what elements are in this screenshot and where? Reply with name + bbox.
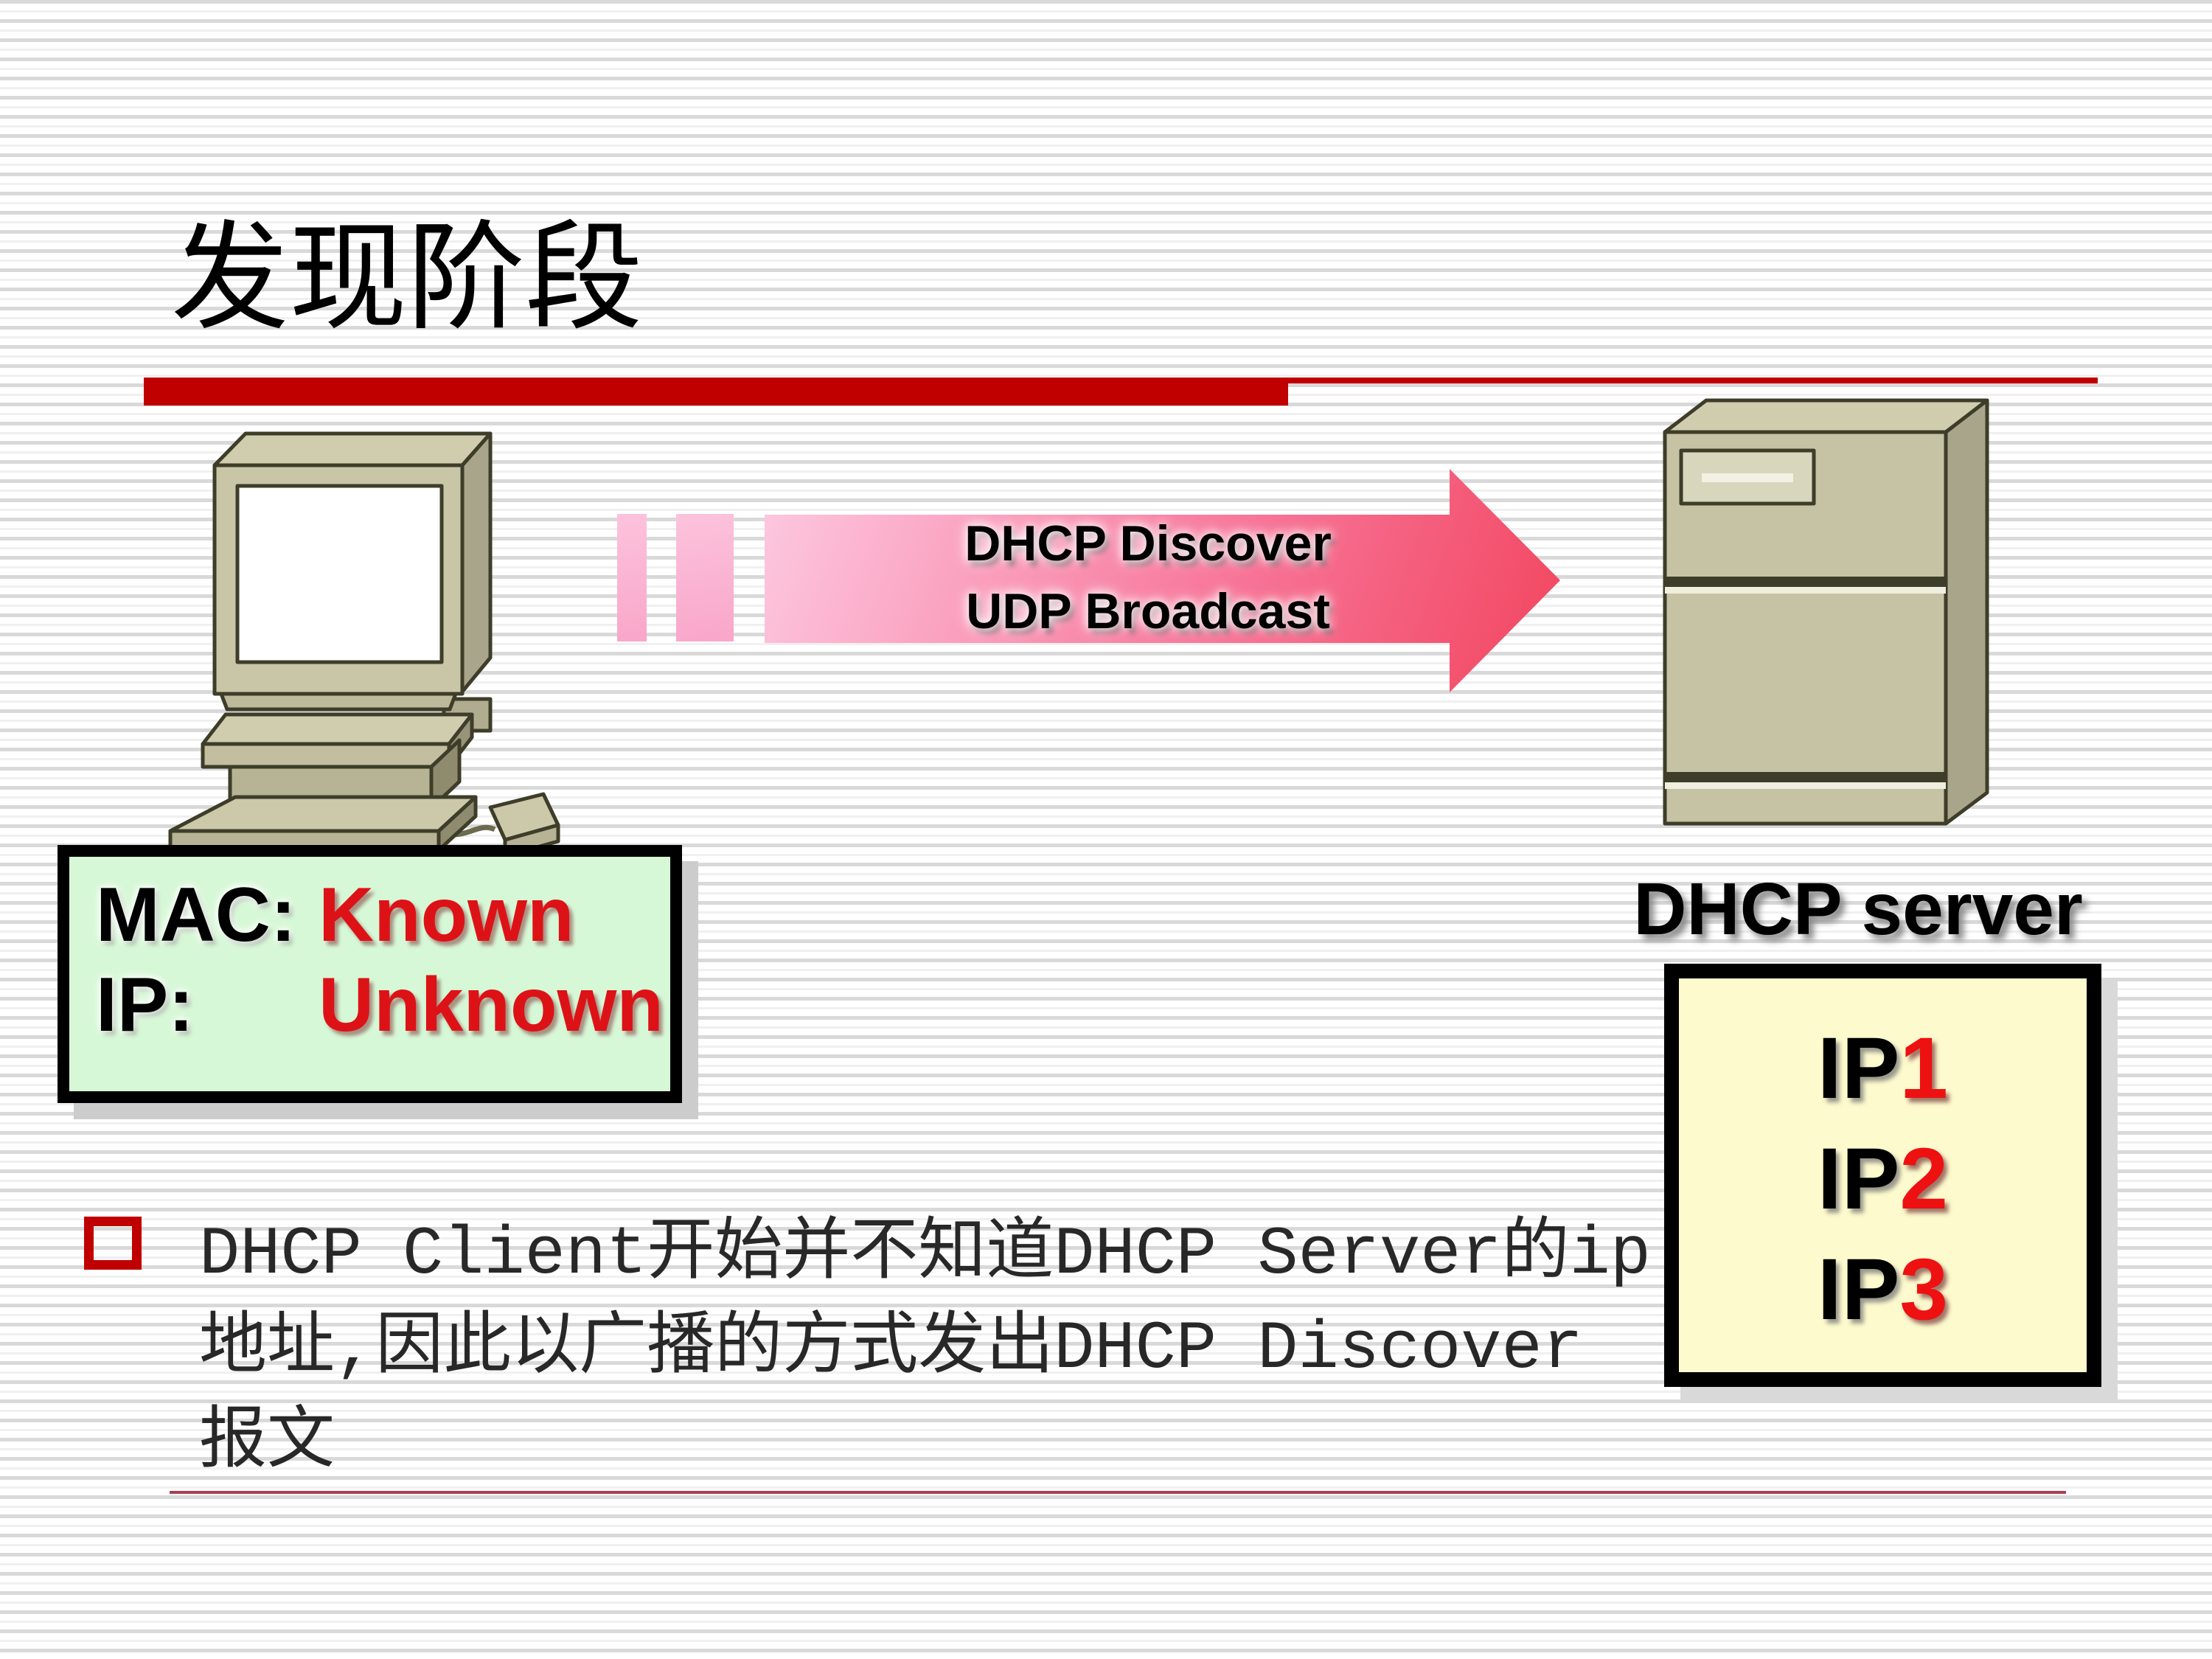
ip-entry-1: IP1 (1818, 1013, 1948, 1124)
ip-label: IP: (96, 962, 194, 1048)
ip1-prefix: IP (1817, 1020, 1900, 1117)
arrow-dash-large (676, 514, 734, 641)
server-ip-pool-box: IP1 IP2 IP3 (1664, 964, 2101, 1387)
broadcast-arrow-label: DHCP Discover UDP Broadcast (890, 509, 1406, 645)
ip1-number: 1 (1899, 1020, 1949, 1117)
server-tower-icon (1644, 391, 2057, 870)
address-row-ip: IP: Unknown (69, 960, 670, 1050)
ip-entry-3: IP3 (1818, 1234, 1948, 1345)
address-row-mac: MAC: Known (69, 870, 670, 960)
bottom-divider-line (170, 1491, 2066, 1494)
broadcast-arrow: DHCP Discover UDP Broadcast (765, 469, 1560, 692)
page-title: 发现阶段 (171, 213, 644, 344)
server-label: DHCP server (1633, 868, 2083, 950)
mac-label: MAC: (96, 872, 296, 958)
title-underline-thick (144, 378, 1288, 406)
arrow-dash-small (617, 514, 647, 641)
bullet-square-icon (84, 1217, 142, 1270)
ip-value: Unknown (319, 962, 664, 1048)
mac-value: Known (319, 872, 574, 958)
ip2-prefix: IP (1817, 1130, 1900, 1228)
client-address-box: MAC: Known IP: Unknown (58, 845, 682, 1103)
paragraph-line-1: DHCP Client开始并不知道DHCP Server的ip (199, 1216, 1652, 1293)
paragraph-line-3: 报文 (199, 1405, 335, 1482)
arrow-label-line1: DHCP Discover (964, 515, 1332, 571)
ip2-number: 2 (1899, 1130, 1949, 1228)
desktop-computer-icon (144, 409, 660, 896)
ip3-prefix: IP (1817, 1241, 1900, 1338)
ip3-number: 3 (1899, 1241, 1949, 1338)
title-underline-thin (1288, 378, 2098, 383)
paragraph-line-2: 地址,因此以广播的方式发出DHCP Discover (199, 1310, 1583, 1388)
arrow-label-line2: UDP Broadcast (966, 583, 1330, 639)
ip-entry-2: IP2 (1818, 1124, 1948, 1234)
bullet-paragraph: DHCP Client开始并不知道DHCP Server的ip 地址,因此以广播… (199, 1208, 1747, 1491)
